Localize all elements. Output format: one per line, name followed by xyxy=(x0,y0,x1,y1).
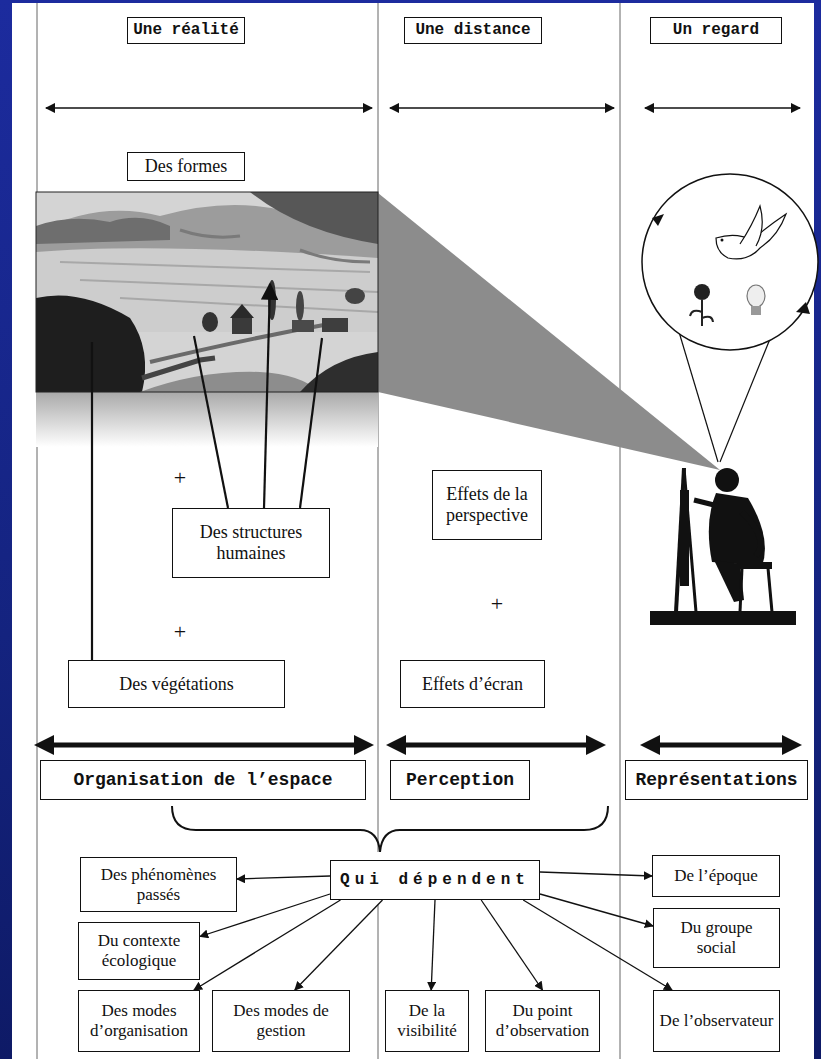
dependency-box: Du groupe social xyxy=(653,908,780,968)
category-box: Organisation de l’espace xyxy=(40,760,366,800)
plus-sign: + xyxy=(487,592,507,616)
node-text: Effets de la perspective xyxy=(438,484,536,525)
dependency-box: Des phénomènes passés xyxy=(80,857,237,912)
column-separators xyxy=(37,3,620,1059)
node-text: Du contexte écologique xyxy=(84,931,194,970)
node-text: Une distance xyxy=(415,21,530,39)
node-text: Perception xyxy=(406,770,514,791)
perception-box: Effets d’écran xyxy=(400,660,545,708)
dependency-arrow xyxy=(194,900,341,990)
node-text: De l’époque xyxy=(674,866,758,886)
grouping-brace xyxy=(172,806,608,852)
node-text: De l’observateur xyxy=(660,1011,774,1031)
dependency-arrow xyxy=(295,900,383,990)
span-arrows xyxy=(46,107,800,108)
dependency-box: De l’observateur xyxy=(653,990,780,1052)
node-text: Une réalité xyxy=(133,21,239,39)
dependency-arrow xyxy=(523,900,672,990)
column-header: Une distance xyxy=(404,17,542,44)
picture-frame xyxy=(36,192,378,392)
column-header: Une réalité xyxy=(127,17,245,44)
node-text: Des phénomènes passés xyxy=(86,865,231,904)
dependency-arrow xyxy=(540,872,652,876)
node-text: Des modes de gestion xyxy=(218,1001,344,1040)
node-text: Du groupe social xyxy=(659,918,774,957)
dependency-arrow xyxy=(237,876,330,879)
node-text: Des formes xyxy=(145,156,227,177)
node-text: De la visibilité xyxy=(391,1001,463,1040)
column-header: Un regard xyxy=(650,17,782,44)
node-text: Des modes d’organisation xyxy=(84,1001,194,1040)
node-text: Qui dépendent xyxy=(340,871,530,889)
landscape-picture xyxy=(36,192,378,392)
dependency-box: Des modes d’organisation xyxy=(78,990,200,1052)
node-text: Des végétations xyxy=(119,674,233,695)
form-box: Des végétations xyxy=(68,660,285,708)
form-box: Des formes xyxy=(127,152,245,181)
plus-sign: + xyxy=(170,466,190,490)
dependency-arrow xyxy=(540,894,653,926)
leader-lines xyxy=(92,284,322,660)
perception-box: Effets de la perspective xyxy=(432,470,542,540)
plus-sign: + xyxy=(170,620,190,644)
node-text: Représentations xyxy=(635,770,797,791)
node-text: Des structures humaines xyxy=(178,522,324,563)
hub-box: Qui dépendent xyxy=(330,860,540,900)
node-text: Organisation de l’espace xyxy=(73,770,332,791)
dependency-box: Du contexte écologique xyxy=(78,922,200,980)
dependency-box: De la visibilité xyxy=(385,990,469,1052)
painter-figure xyxy=(650,468,796,625)
node-text: Un regard xyxy=(673,21,759,39)
node-text: Effets d’écran xyxy=(422,674,523,695)
thick-span-arrows xyxy=(34,735,802,755)
dependency-box: Des modes de gestion xyxy=(212,990,350,1052)
category-box: Représentations xyxy=(625,760,808,800)
thought-circle xyxy=(642,174,818,462)
page-ground xyxy=(12,3,814,1059)
dependency-box: Du point d’observation xyxy=(485,990,600,1052)
category-box: Perception xyxy=(390,760,530,800)
node-text: Du point d’observation xyxy=(491,1001,594,1040)
dependency-box: De l’époque xyxy=(652,855,780,897)
dependency-arrow xyxy=(481,900,542,990)
dependency-arrow xyxy=(431,900,435,990)
form-box: Des structures humaines xyxy=(172,508,330,578)
